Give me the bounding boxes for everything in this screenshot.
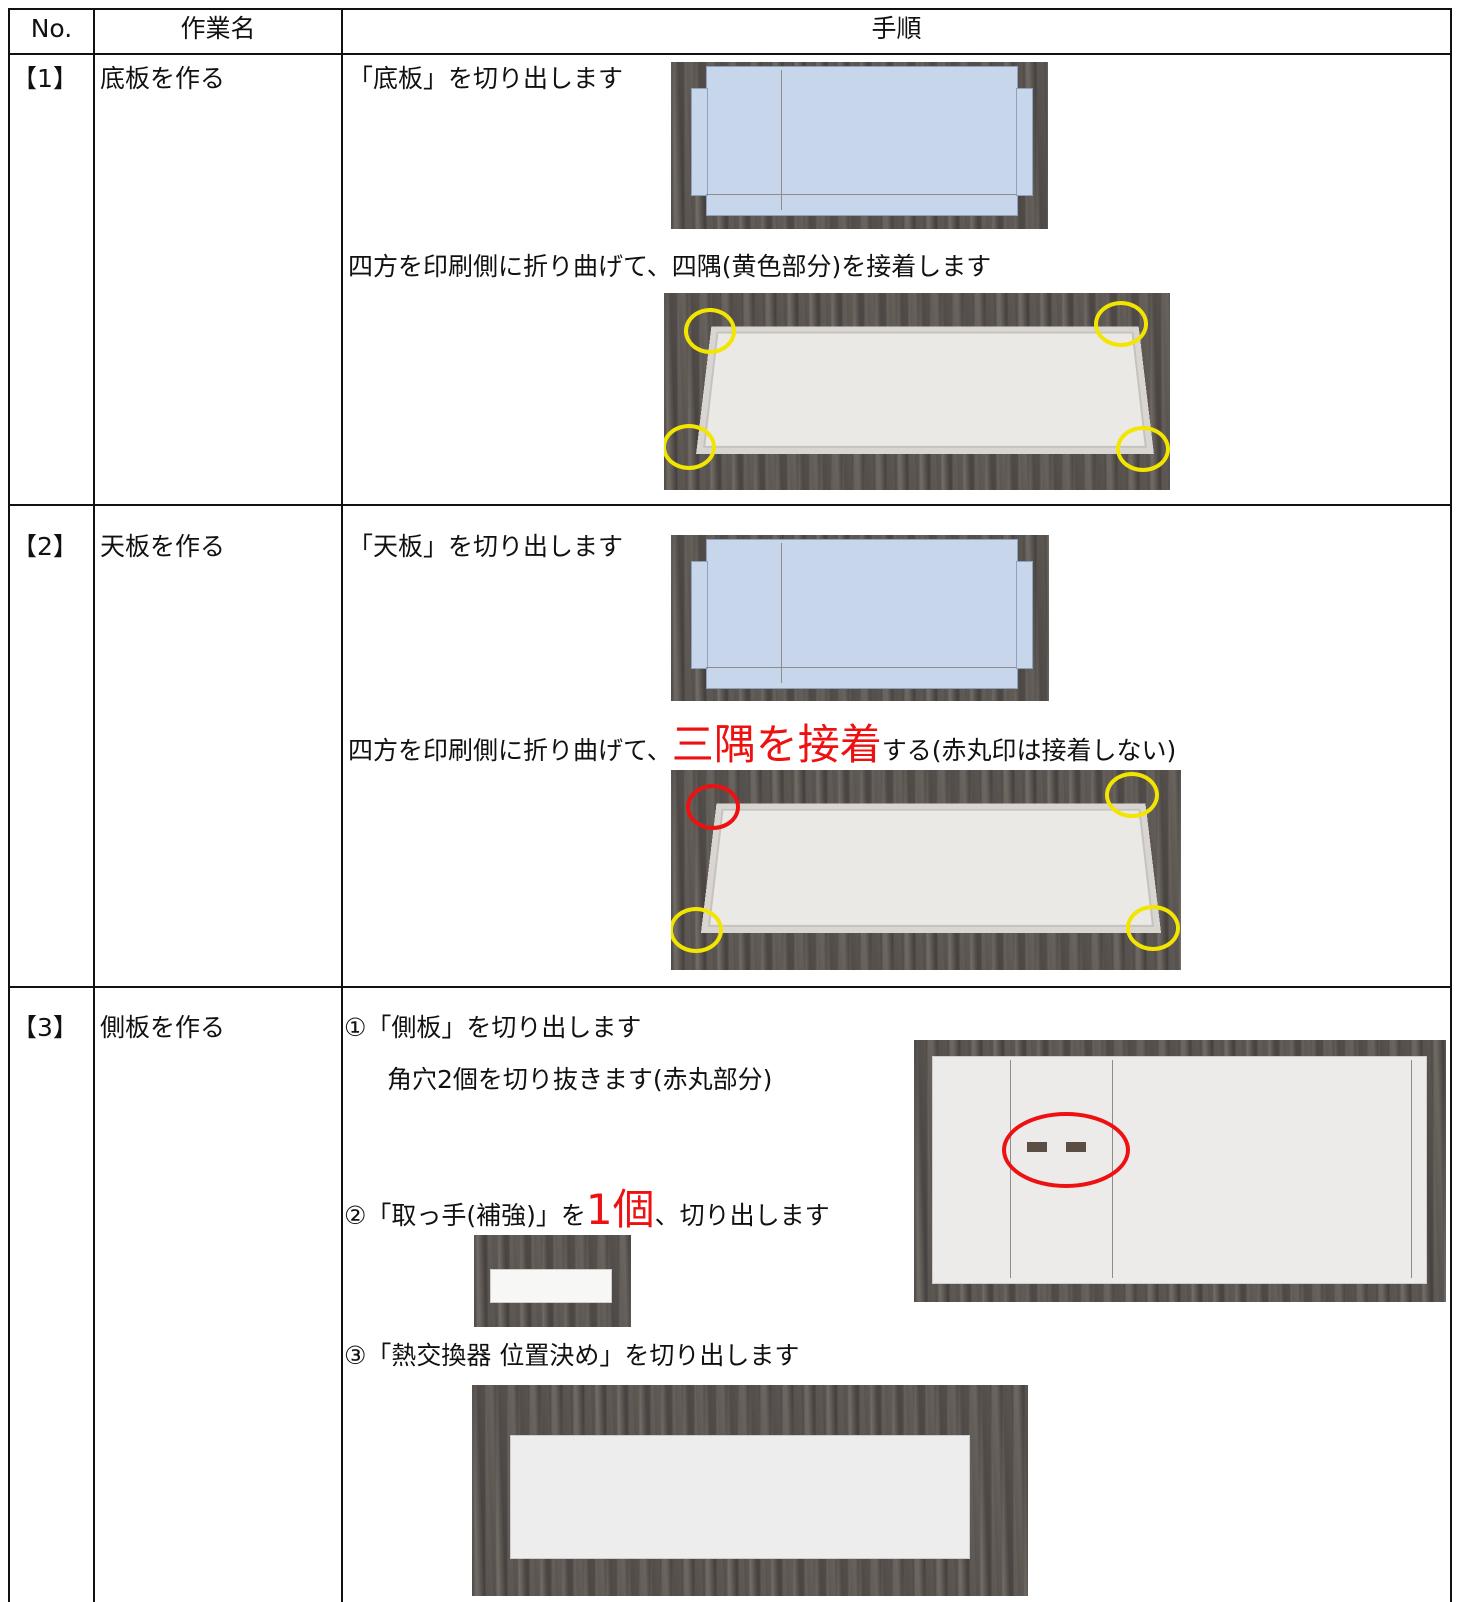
side-plate-fold-3 xyxy=(1411,1060,1412,1278)
holes-red-ring xyxy=(1002,1112,1130,1188)
corner-ring-bottom-left xyxy=(671,907,723,953)
row1-no: 【1】 xyxy=(12,64,78,93)
row2-step2-text: 四方を印刷側に折り曲げて、三隅を接着する(赤丸印は接着しない) xyxy=(348,724,1177,766)
header-no: No. xyxy=(30,14,73,43)
base-plate-photo xyxy=(671,62,1048,229)
heat-exchanger-guide-paper xyxy=(510,1435,970,1559)
row2-step1-text: 「天板」を切り出します xyxy=(348,532,624,561)
row3-step1-sub-text: 角穴2個を切り抜きます(赤丸部分) xyxy=(362,1065,773,1094)
base-tray-photo xyxy=(664,293,1170,490)
corner-ring-top-right xyxy=(1094,301,1148,347)
border-top xyxy=(8,8,1452,10)
top-plate-photo xyxy=(671,535,1049,701)
heat-exchanger-guide-photo xyxy=(472,1385,1028,1596)
side-plate-photo xyxy=(914,1040,1446,1302)
base-tray xyxy=(696,326,1154,454)
row3-step1-text: ①「側板」を切り出します xyxy=(344,1013,642,1042)
header-bottom-line xyxy=(8,53,1452,55)
row3-step3-text: ③「熱交換器 位置決め」を切り出します xyxy=(344,1341,800,1370)
row1-task-name: 底板を作る xyxy=(100,64,226,93)
row2-step2-emphasis: 三隅を接着 xyxy=(671,720,882,769)
handle-reinforcement-paper xyxy=(490,1269,612,1303)
header-steps: 手順 xyxy=(871,14,922,43)
top-tray-photo xyxy=(671,770,1181,970)
row3-no: 【3】 xyxy=(12,1013,78,1042)
corner-ring-top-left xyxy=(684,308,736,354)
border-left xyxy=(8,8,10,1602)
header-task-name: 作業名 xyxy=(180,14,256,43)
row1-bottom-line xyxy=(8,504,1452,506)
row2-task-name: 天板を作る xyxy=(100,532,226,561)
row3-step2-emphasis: 1個 xyxy=(585,1185,655,1234)
top-plate-bottom-fold xyxy=(706,667,1016,668)
row2-step2-post: する(赤丸印は接着しない) xyxy=(881,736,1177,765)
top-tray xyxy=(700,803,1162,934)
corner-ring-bottom-left xyxy=(664,424,716,470)
corner-ring-bottom-right xyxy=(1116,426,1170,472)
row2-no: 【2】 xyxy=(12,532,78,561)
row1-step2-text: 四方を印刷側に折り曲げて、四隅(黄色部分)を接着します xyxy=(348,252,992,281)
base-plate-bottom-fold xyxy=(706,194,1016,195)
row1-step1-text: 「底板」を切り出します xyxy=(348,64,624,93)
corner-ring-top-left-red xyxy=(686,784,740,830)
row3-step2-post: 、切り出します xyxy=(654,1201,830,1230)
handle-reinforcement-photo xyxy=(474,1235,631,1327)
top-plate-left-tab xyxy=(691,561,708,669)
base-plate-right-tab xyxy=(1016,88,1033,196)
side-plate-paper xyxy=(932,1056,1427,1284)
corner-ring-top-right xyxy=(1105,772,1159,818)
row3-task-name: 側板を作る xyxy=(100,1013,226,1042)
col-no-divider xyxy=(93,8,95,1602)
col-task-divider xyxy=(341,8,343,1602)
row3-step2-pre: ②「取っ手(補強)」を xyxy=(344,1201,586,1230)
top-plate-right-tab xyxy=(1016,561,1033,669)
row2-step2-pre: 四方を印刷側に折り曲げて、 xyxy=(348,736,672,765)
base-plate-left-tab xyxy=(691,88,708,196)
top-plate-paper xyxy=(706,539,1018,689)
row2-bottom-line xyxy=(8,986,1452,988)
top-plate-fold-line xyxy=(781,543,782,683)
row3-step2-text: ②「取っ手(補強)」を1個、切り出します xyxy=(344,1189,830,1231)
base-plate-fold-line xyxy=(781,70,782,210)
base-plate-paper xyxy=(706,66,1018,216)
border-right xyxy=(1450,8,1452,1602)
corner-ring-bottom-right xyxy=(1126,905,1180,951)
